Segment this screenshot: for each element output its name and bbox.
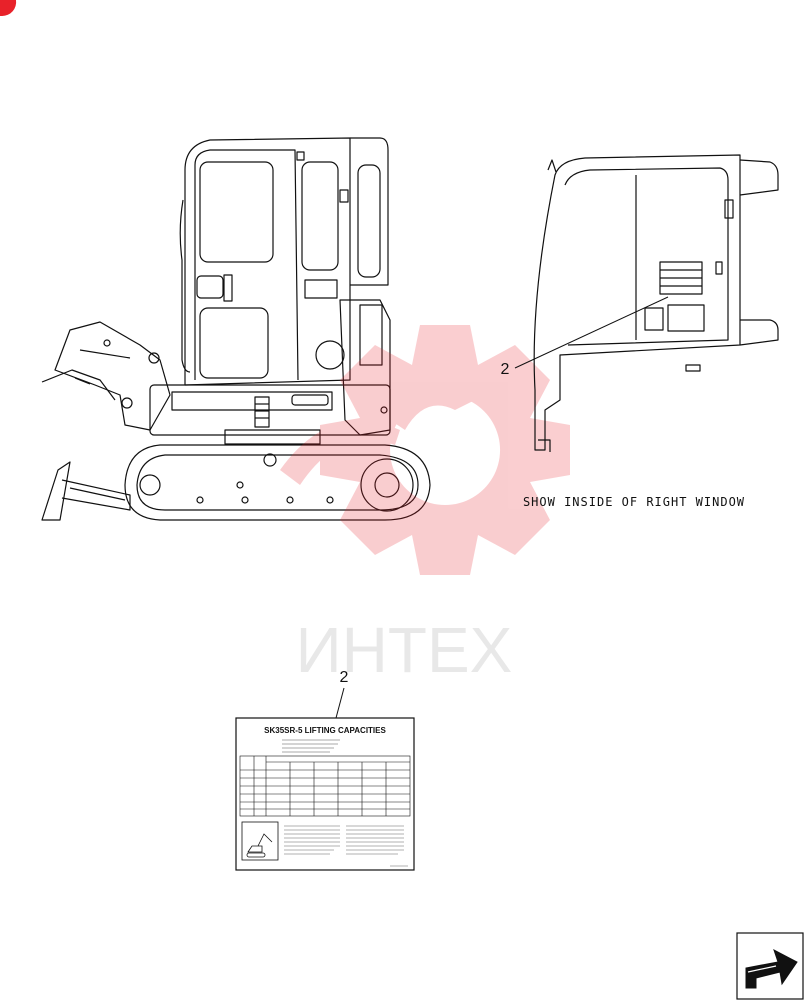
decal-fine-print [282,739,340,753]
upper-structure [149,299,391,445]
decal-capacity-table [239,755,411,817]
decal-callout-number: 2 [340,669,349,686]
decal-title: SK35SR-5 LIFTING CAPACITIES [264,726,386,735]
excavator-side-view [41,137,431,521]
cab-callout: 2 [501,296,669,378]
boom-arm [41,321,171,431]
cab-view-caption: SHOW INSIDE OF RIGHT WINDOW [523,495,745,509]
track-assembly [124,444,431,521]
next-page-arrow-icon[interactable] [736,932,804,1000]
decal-excavator-pictogram-icon [241,821,279,861]
watermark-text: ИНТЕХ [296,614,513,686]
red-corner-badge-icon [0,0,17,17]
lifting-capacity-decal: SK35SR-5 LIFTING CAPACITIES [235,717,415,871]
operator-cab [179,137,389,386]
watermark: ИНТЕХ [280,325,570,686]
decal-callout: 2 [335,669,349,719]
cab-inside-view [533,154,779,452]
dozer-blade [41,461,131,521]
cab-callout-number: 2 [501,361,510,378]
decal-notes [284,825,408,867]
watermark-gear-icon [320,325,570,575]
